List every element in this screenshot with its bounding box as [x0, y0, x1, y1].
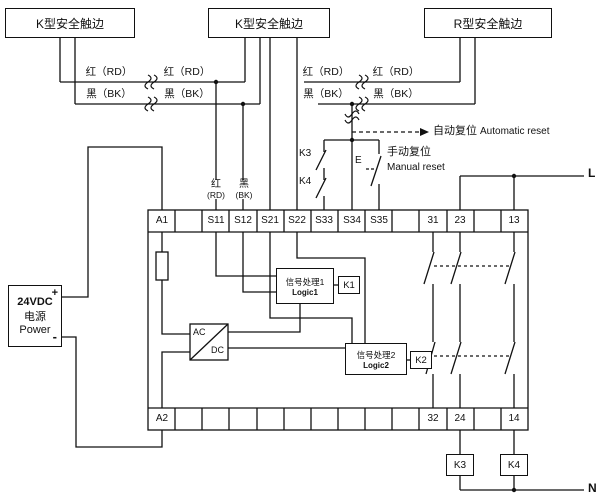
terminal-s33: S33 [315, 215, 333, 226]
reset-circuit-wiring [315, 104, 382, 210]
logic2-label-en: Logic2 [363, 360, 389, 370]
relay-internal-wiring [161, 232, 410, 408]
wire-label-red: 红（RD） [372, 66, 420, 78]
power-line2: 电源 [24, 311, 46, 323]
acdc-converter-symbol [189, 323, 229, 361]
power-minus: - [52, 329, 57, 345]
terminal-tag-red: 红 (RD) [202, 179, 230, 200]
output-contact-wiring [423, 232, 516, 408]
logic2-box: 信号处理2 Logic2 [345, 343, 407, 375]
terminal-s12: S12 [234, 215, 252, 226]
ac-label: AC [193, 327, 206, 337]
power-line1: 24VDC [17, 296, 53, 308]
safety-edge-wiring [59, 38, 476, 210]
terminal-23: 23 [454, 215, 466, 226]
terminal-31: 31 [427, 215, 439, 226]
wire-label-black: 黑（BK） [303, 88, 349, 100]
k3-coil-box: K3 [446, 454, 474, 476]
k2-relay-box: K2 [410, 351, 432, 369]
terminal-a2: A2 [155, 413, 169, 424]
auto-reset-arrow [352, 128, 429, 136]
logic2-label-cn: 信号处理2 [356, 349, 396, 360]
wire-label-black: 黑（BK） [164, 88, 210, 100]
k2-label: K2 [415, 354, 427, 366]
logic1-label-cn: 信号处理1 [285, 276, 325, 287]
wire-label-black: 黑（BK） [373, 88, 419, 100]
terminal-s21: S21 [261, 215, 279, 226]
wire-label-black: 黑（BK） [86, 88, 132, 100]
power-line3: Power [19, 324, 51, 336]
k4-coil-label: K4 [507, 459, 521, 471]
terminal-s35: S35 [370, 215, 388, 226]
k3-contact-label: K3 [299, 148, 312, 159]
k1-label: K1 [343, 279, 355, 291]
auto-reset-label-cn: 自动复位 [433, 125, 477, 137]
safety-edge-box-center: K型安全触边 [208, 8, 330, 38]
power-supply-box: 24VDC 电源 Power + - [8, 285, 62, 347]
terminal-a1: A1 [155, 215, 169, 226]
k1-relay-box: K1 [338, 276, 360, 294]
terminal-14: 14 [508, 413, 520, 424]
tag-red-en: (RD) [207, 189, 225, 200]
terminal-s22: S22 [288, 215, 306, 226]
tag-red-cn: 红 [211, 179, 221, 190]
e-button-label: E [355, 155, 362, 166]
power-wiring [62, 146, 163, 448]
k4-coil-box: K4 [500, 454, 528, 476]
tag-black-cn: 黑 [239, 179, 249, 190]
safety-edge-label: K型安全触边 [35, 16, 104, 31]
terminal-24: 24 [454, 413, 466, 424]
junction-dots [213, 79, 517, 493]
terminal-32: 32 [427, 413, 439, 424]
safety-edge-box-right: R型安全触边 [424, 8, 552, 38]
terminal-s11: S11 [207, 215, 225, 226]
terminal-13: 13 [508, 215, 520, 226]
terminal-tag-black: 黑 (BK) [230, 179, 258, 200]
rail-wiring [459, 175, 584, 491]
terminal-s34: S34 [343, 215, 361, 226]
neutral-rail-label: N [588, 481, 597, 495]
line-rail-label: L [588, 166, 596, 180]
wire-label-red: 红（RD） [163, 66, 211, 78]
fuse-symbol [155, 251, 169, 281]
break-marks [144, 74, 369, 124]
dc-label: DC [211, 345, 224, 355]
logic1-label-en: Logic1 [292, 287, 318, 297]
tag-black-en: (BK) [235, 189, 253, 200]
safety-edge-box-left: K型安全触边 [5, 8, 135, 38]
wire-label-red: 红（RD） [85, 66, 133, 78]
safety-edge-label: R型安全触边 [453, 16, 523, 31]
wire-label-red: 红（RD） [302, 66, 350, 78]
logic1-box: 信号处理1 Logic1 [276, 268, 334, 304]
safety-edge-label: K型安全触边 [234, 16, 303, 31]
k3-coil-label: K3 [453, 459, 467, 471]
k4-contact-label: K4 [299, 176, 312, 187]
terminal-bands [147, 209, 529, 431]
manual-reset-label-en: Manual reset [387, 162, 445, 173]
auto-reset-label-en: Automatic reset [480, 126, 550, 137]
manual-reset-label-cn: 手动复位 [387, 146, 431, 158]
power-plus: + [51, 287, 58, 299]
